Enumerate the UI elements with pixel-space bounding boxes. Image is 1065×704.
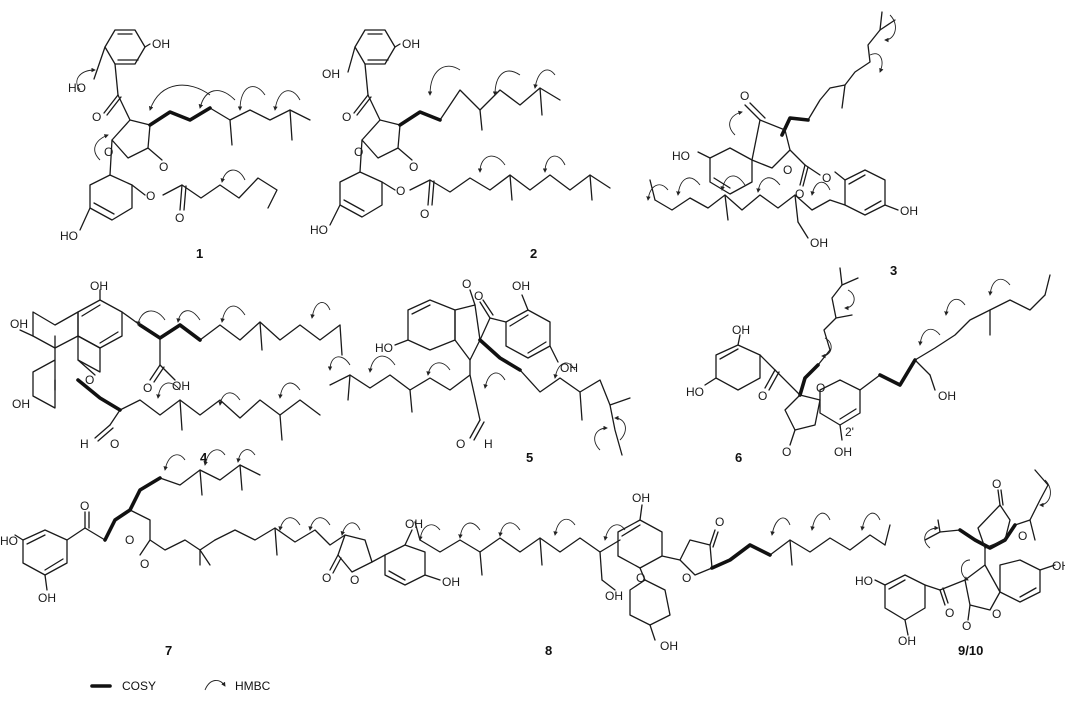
atom-label-o: O (992, 607, 1001, 621)
atom-label-o: O (159, 160, 168, 174)
atom-label-o: O (1018, 529, 1027, 543)
atom-label-oh: OH (405, 517, 423, 531)
compound-5-structure (327, 289, 631, 456)
atom-label-oh: OH (732, 323, 750, 337)
atom-label-o: O (85, 373, 94, 387)
compound-6-structure (704, 267, 1051, 446)
compound-label: 1 (196, 246, 203, 261)
legend-hmbc-label: HMBC (235, 679, 271, 693)
compound-label: 3 (890, 263, 897, 278)
atom-label-o: O (350, 573, 359, 587)
atom-label-o: O (354, 145, 363, 159)
atom-label-oh: OH (10, 317, 28, 331)
atom-label-oh: OH (322, 67, 340, 81)
atom-label-oh: OH (938, 389, 956, 403)
compound-label: 6 (735, 450, 742, 465)
atom-label-o: O (992, 477, 1001, 491)
atom-label-o: O (795, 187, 804, 201)
atom-label-oh: OH (38, 591, 56, 605)
legend-hmbc-arrow-icon (204, 680, 226, 691)
atom-label-oh: OH (898, 634, 916, 648)
atom-label-oh: OH (660, 639, 678, 653)
atom-label-o: O (822, 171, 831, 185)
atom-label-ho: HO (60, 229, 78, 243)
atom-label-o: O (80, 499, 89, 513)
atom-label-o: O (92, 110, 101, 124)
atom-label-o: O (140, 557, 149, 571)
atom-label-oh: OH (834, 445, 852, 459)
compound-1-structure (76, 29, 311, 231)
atom-label-ho: HO (855, 574, 873, 588)
atom-label-oh: OH (172, 379, 190, 393)
atom-label-ho: HO (68, 81, 86, 95)
compound-2-structure (329, 29, 611, 226)
atom-label-o: O (396, 184, 405, 198)
atom-label-o: O (110, 437, 119, 451)
atom-label-o: O (146, 189, 155, 203)
atom-label-o: O (175, 211, 184, 225)
atom-label-o: O (740, 89, 749, 103)
atom-label-o: O (783, 163, 792, 177)
atom-label-oh: OH (632, 491, 650, 505)
atom-label-ho: HO (375, 341, 393, 355)
atom-label-o: O (409, 160, 418, 174)
compound-3-structure (646, 11, 899, 239)
atom-label-oh: OH (605, 589, 623, 603)
atom-label-o: O (715, 515, 724, 529)
atom-label-o: O (125, 533, 134, 547)
atom-label-oh: OH (512, 279, 530, 293)
compound-8-structure (414, 504, 891, 641)
atom-label-2prime: 2' (845, 425, 854, 439)
atom-label-o: O (962, 619, 971, 633)
compound-label: 7 (165, 643, 172, 658)
compound-4-structure (19, 289, 343, 442)
compound-7-structure (14, 449, 441, 591)
compound-label: 5 (526, 450, 533, 465)
atom-label-oh: OH (560, 361, 578, 375)
atom-label-o: O (420, 207, 429, 221)
atom-label-oh: OH (12, 397, 30, 411)
legend-cosy-label: COSY (122, 679, 156, 693)
atom-label-oh: OH (152, 37, 170, 51)
atom-label-o: O (636, 571, 645, 585)
compound-label: 9/10 (958, 643, 983, 658)
atom-label-o: O (816, 381, 825, 395)
atom-label-oh: OH (810, 236, 828, 250)
atom-label-ho: HO (0, 534, 18, 548)
atom-label-o: O (342, 110, 351, 124)
compound-label: 8 (545, 643, 552, 658)
atom-label-o: O (945, 606, 954, 620)
atom-label-oh: OH (442, 575, 460, 589)
atom-label-o: O (462, 277, 471, 291)
atom-label-o: O (456, 437, 465, 451)
atom-label-oh: OH (900, 204, 918, 218)
atom-label-oh: OH (1052, 559, 1065, 573)
atom-label-o: O (322, 571, 331, 585)
compound-label: 4 (200, 450, 208, 465)
compound-label: 2 (530, 246, 537, 261)
atom-label-o: O (758, 389, 767, 403)
atom-label-ho: HO (672, 149, 690, 163)
atom-label-h: H (80, 437, 89, 451)
atom-label-o: O (782, 445, 791, 459)
atom-label-o: O (143, 381, 152, 395)
atom-label-o: O (682, 571, 691, 585)
atom-label-oh: OH (402, 37, 420, 51)
atom-label-ho: HO (310, 223, 328, 237)
atom-label-o: O (104, 145, 113, 159)
compound-9-10-structure (874, 469, 1056, 636)
atom-label-h: H (484, 437, 493, 451)
atom-label-o: O (474, 289, 483, 303)
atom-label-oh: OH (90, 279, 108, 293)
atom-label-ho: HO (686, 385, 704, 399)
legend: COSY HMBC (90, 679, 271, 693)
